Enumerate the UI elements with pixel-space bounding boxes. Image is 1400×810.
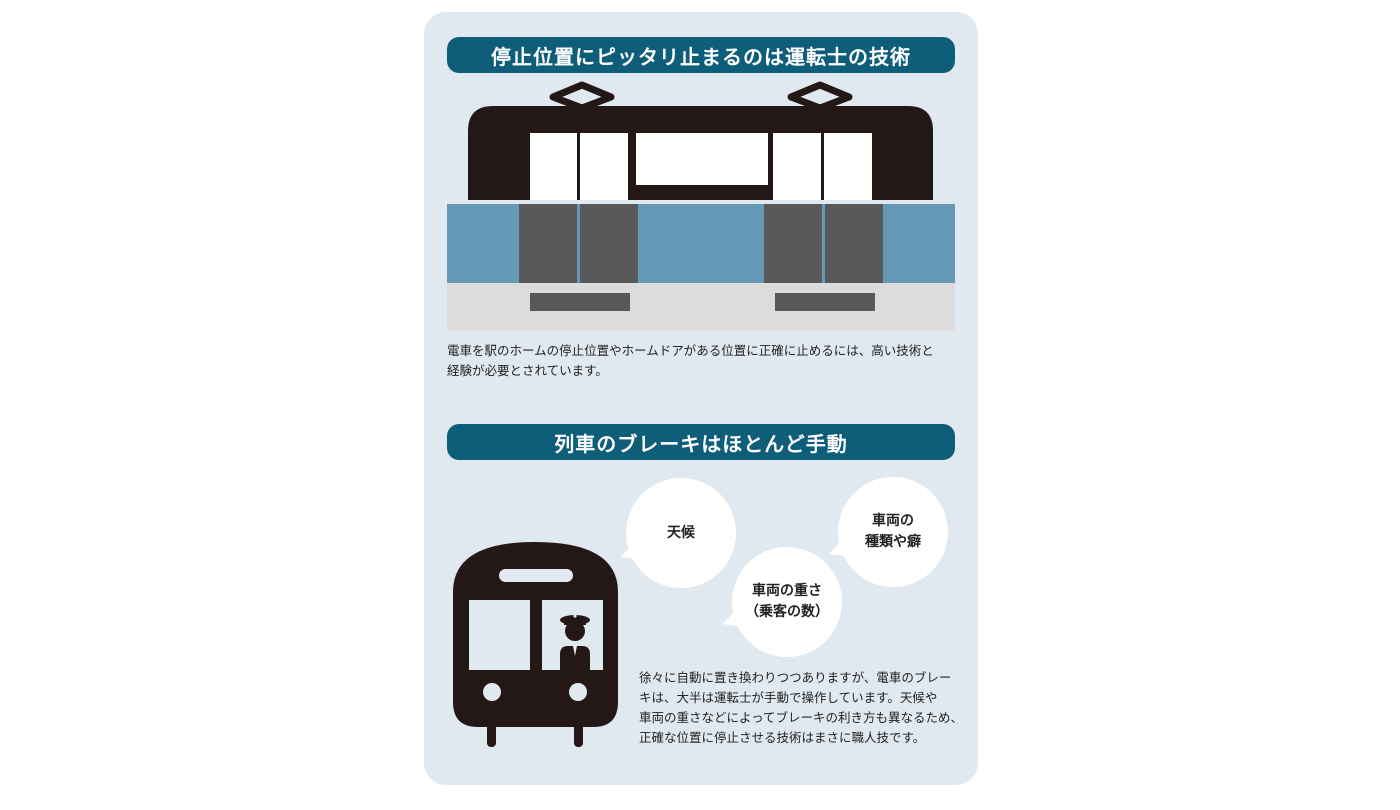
section1-title: 停止位置にピッタリ止まるのは運転士の技術 — [447, 37, 955, 73]
pantograph-icon — [549, 81, 853, 112]
bubble-text: 車両の — [872, 513, 914, 529]
bubble-text: 天候 — [667, 524, 695, 541]
section1-caption: 電車を駅のホームの停止位置やホームドアがある位置に正確に止めるには、高い技術と … — [447, 341, 967, 381]
body-line: キは、大半は運転士が手動で操作しています。天候や — [639, 690, 938, 705]
section2-body: 徐々に自動に置き換わりつつありますが、電車のブレー キは、大半は運転士が手動で操… — [639, 668, 969, 748]
driver-icon — [560, 614, 590, 670]
body-line: 徐々に自動に置き換わりつつありますが、電車のブレー — [639, 670, 952, 685]
bubble-vehicle-type: 車両の 種類や癖 — [838, 477, 948, 587]
bubble-text: 種類や癖 — [865, 534, 921, 550]
front-train-icon — [453, 542, 618, 747]
bubble-text: （乗客の数） — [745, 604, 829, 620]
side-train-illustration — [447, 81, 955, 331]
bubble-weather: 天候 — [626, 478, 736, 588]
caption-line: 電車を駅のホームの停止位置やホームドアがある位置に正確に止めるには、高い技術と — [447, 343, 934, 358]
bubble-weight: 車両の重さ （乗客の数） — [732, 547, 842, 657]
body-line: 車両の重さなどによってブレーキの利き方も異なるため、 — [639, 710, 964, 725]
body-line: 正確な位置に停止させる技術はまさに職人技です。 — [639, 730, 926, 745]
caption-line: 経験が必要とされています。 — [447, 363, 608, 378]
section2-title: 列車のブレーキはほとんど手動 — [447, 424, 955, 460]
bubble-text: 車両の重さ — [752, 583, 822, 599]
